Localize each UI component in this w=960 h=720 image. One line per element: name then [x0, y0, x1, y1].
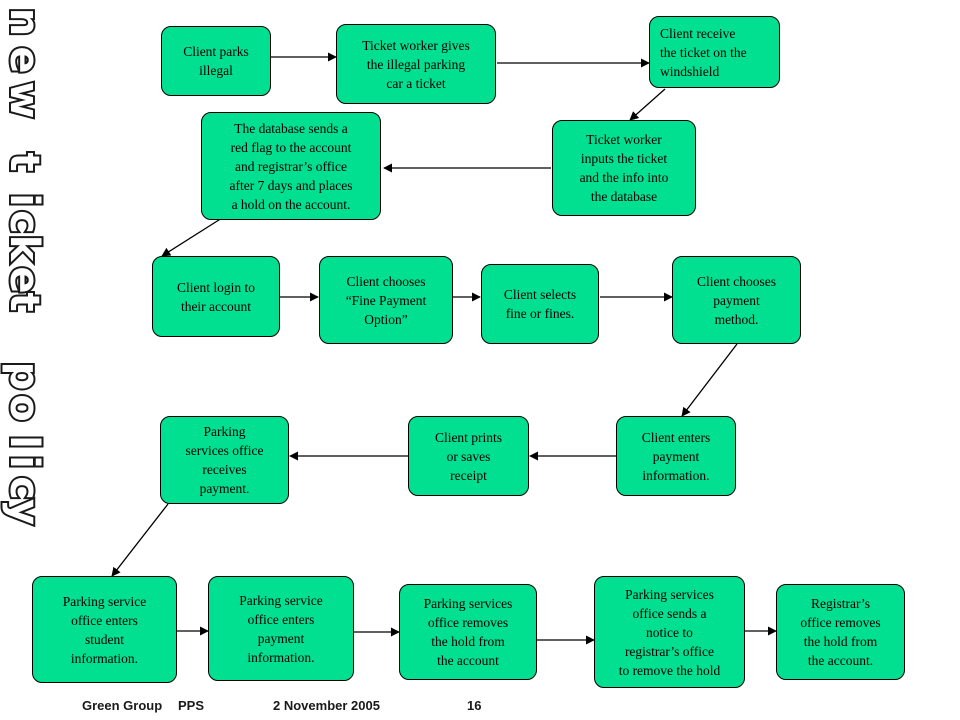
- step-database-red-flag: The database sends a red flag to the acc…: [201, 112, 381, 220]
- side-title-letter: c: [1, 476, 47, 500]
- flow-arrow-5: [161, 217, 223, 257]
- footer-group: Green Group: [82, 698, 163, 713]
- step-client-selects-fines: Client selects fine or fines.: [481, 264, 599, 344]
- step-client-chooses-option: Client chooses “Fine Payment Option”: [319, 256, 453, 344]
- step-label: Client prints or saves receipt: [434, 429, 503, 483]
- step-label: Client selects fine or fines.: [503, 287, 577, 321]
- step-office-sends-notice: Parking services office sends a notice t…: [594, 576, 745, 688]
- side-title-letter: y: [1, 499, 47, 525]
- step-office-receives-payment: Parking services office receives payment…: [160, 416, 289, 504]
- side-title-letter: w: [1, 82, 47, 119]
- side-title-letter: c: [1, 210, 47, 234]
- step-label: Ticket worker inputs the ticket and the …: [579, 132, 669, 204]
- step-label: Client login to their account: [176, 279, 255, 314]
- side-title-letter: t: [1, 292, 47, 311]
- side-title-letter: e: [1, 266, 47, 293]
- step-label: Registrar’s office removes the hold from…: [800, 596, 881, 668]
- flow-arrow-3: [629, 88, 666, 121]
- side-title-letter: i: [1, 193, 47, 207]
- step-label: Client enters payment information.: [641, 429, 711, 483]
- step-label: Client chooses “Fine Payment Option”: [345, 273, 427, 327]
- side-title-letter: t: [1, 152, 47, 171]
- step-ticket-worker-gives: Ticket worker gives the illegal parking …: [336, 24, 496, 104]
- footer-page: 16: [467, 698, 482, 713]
- step-client-login: Client login to their account: [152, 256, 280, 337]
- side-title-letter: i: [1, 455, 47, 469]
- step-client-receives-ticket: Client receive the ticket on the windshi…: [649, 16, 780, 88]
- side-title-letter: e: [1, 46, 47, 73]
- step-client-parks: Client parks illegal: [161, 26, 271, 96]
- side-title-letter: n: [1, 8, 47, 36]
- side-title-letter: l: [1, 435, 47, 449]
- footer-date: 2 November 2005: [273, 698, 380, 713]
- side-title-letter: o: [1, 394, 47, 421]
- step-label: Parking service office enters student in…: [62, 593, 147, 666]
- step-label: The database sends a red flag to the acc…: [229, 120, 353, 212]
- step-client-prints-receipt: Client prints or saves receipt: [408, 416, 529, 496]
- step-office-enters-payment: Parking service office enters payment in…: [208, 576, 354, 681]
- step-client-enters-payment: Client enters payment information.: [616, 416, 736, 496]
- step-office-removes-hold: Parking services office removes the hold…: [399, 584, 537, 680]
- step-label: Parking services office receives payment…: [185, 424, 264, 496]
- flow-arrow-12: [111, 503, 169, 577]
- step-office-enters-student: Parking service office enters student in…: [32, 576, 177, 683]
- side-title-letter: k: [1, 235, 47, 263]
- step-ticket-worker-inputs: Ticket worker inputs the ticket and the …: [552, 120, 696, 216]
- step-label: Client chooses payment method.: [696, 273, 777, 327]
- step-client-chooses-method: Client chooses payment method.: [672, 256, 801, 344]
- footer-project: PPS: [178, 698, 205, 713]
- side-title-letter: p: [1, 362, 47, 391]
- step-label: Parking service office enters payment in…: [239, 592, 323, 665]
- step-registrar-removes-hold: Registrar’s office removes the hold from…: [776, 584, 905, 680]
- flow-arrow-9: [681, 343, 738, 417]
- step-label: Ticket worker gives the illegal parking …: [362, 37, 470, 91]
- step-label: Parking services office sends a notice t…: [618, 586, 721, 678]
- step-label: Client receive the ticket on the windshi…: [660, 25, 747, 79]
- step-label: Client parks illegal: [183, 44, 249, 78]
- step-label: Parking services office removes the hold…: [423, 596, 513, 668]
